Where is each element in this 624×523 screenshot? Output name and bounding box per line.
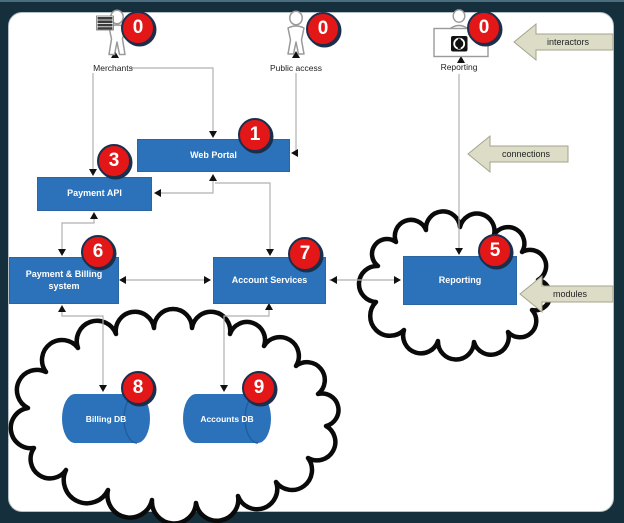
badge-merchants-number: 0 bbox=[132, 17, 144, 38]
legend-interactors-label: interactors bbox=[546, 37, 590, 47]
public-person-icon bbox=[287, 10, 305, 55]
node-web-portal-label: Web Portal bbox=[190, 149, 237, 160]
node-payment-billing-system-label: Payment & Billing system bbox=[25, 269, 103, 291]
node-payment-api[interactable]: Payment API bbox=[37, 177, 152, 211]
actor-public-access[interactable] bbox=[280, 10, 312, 63]
badge-web-portal[interactable]: 1 bbox=[238, 118, 272, 152]
billing-db-label: Billing DB bbox=[85, 414, 127, 424]
stack-of-goods-icon bbox=[96, 15, 114, 31]
badge-merchants[interactable]: 0 bbox=[121, 11, 155, 45]
badge-account-services-number: 7 bbox=[299, 243, 311, 264]
actor-reporting-label: Reporting bbox=[440, 62, 478, 72]
actor-public-access-label: Public access bbox=[270, 63, 322, 73]
actor-merchants-label: Merchants bbox=[93, 63, 133, 73]
badge-payment-api[interactable]: 3 bbox=[97, 144, 131, 178]
badge-public-access[interactable]: 0 bbox=[306, 12, 340, 46]
badge-accounts-db[interactable]: 9 bbox=[242, 371, 276, 405]
badge-web-portal-number: 1 bbox=[249, 124, 261, 145]
badge-reporting-actor-number: 0 bbox=[478, 17, 490, 38]
badge-reporting-process-number: 5 bbox=[489, 240, 501, 261]
node-reporting-label: Reporting bbox=[438, 274, 482, 285]
badge-reporting-actor[interactable]: 0 bbox=[467, 11, 501, 45]
badge-billing-db-number: 8 bbox=[132, 377, 144, 398]
legend-connections-label: connections bbox=[501, 149, 551, 159]
badge-reporting-process[interactable]: 5 bbox=[478, 234, 512, 268]
badge-payment-billing-system-number: 6 bbox=[92, 241, 104, 262]
badge-payment-billing-system[interactable]: 6 bbox=[81, 235, 115, 269]
badge-account-services[interactable]: 7 bbox=[288, 237, 322, 271]
badge-payment-api-number: 3 bbox=[108, 150, 120, 171]
badge-accounts-db-number: 9 bbox=[253, 377, 265, 398]
accounts-db-label: Accounts DB bbox=[200, 414, 254, 424]
legend-modules-label: modules bbox=[552, 289, 588, 299]
node-account-services-label: Account Services bbox=[231, 274, 308, 285]
badge-public-access-number: 0 bbox=[317, 18, 329, 39]
report-emblem-icon bbox=[451, 36, 468, 52]
badge-billing-db[interactable]: 8 bbox=[121, 371, 155, 405]
node-payment-api-label: Payment API bbox=[67, 188, 122, 199]
